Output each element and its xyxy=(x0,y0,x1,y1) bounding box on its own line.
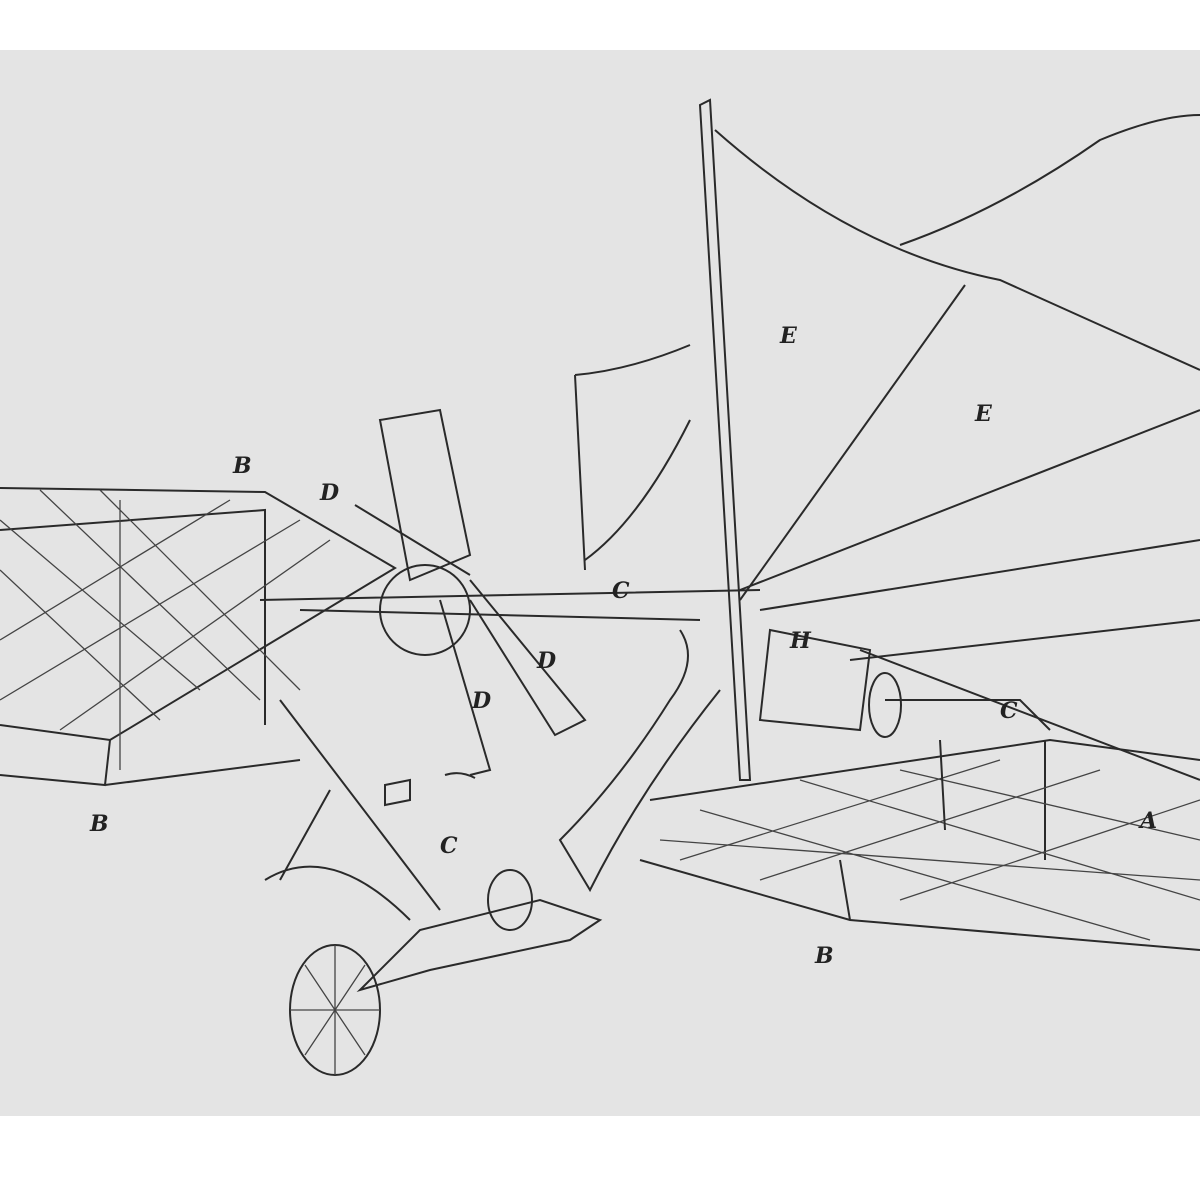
label-a: A xyxy=(1138,808,1157,834)
label-e-lower: E xyxy=(974,401,993,427)
label-e-upper: E xyxy=(779,323,798,349)
label-c-right: C xyxy=(1000,698,1018,724)
label-b-top: B xyxy=(232,453,252,479)
right-wing xyxy=(639,409,1200,951)
label-c-low: C xyxy=(440,833,458,859)
drawing-plate xyxy=(0,50,1200,1116)
reference-labels: B D E E C H D D C A B C B xyxy=(89,323,1157,969)
label-d-prop-right: D xyxy=(536,648,556,674)
landing-gear xyxy=(264,699,603,1076)
label-b-left: B xyxy=(89,811,109,837)
label-d-prop-low: D xyxy=(471,688,491,714)
label-c-mid: C xyxy=(612,578,630,604)
left-wing xyxy=(0,487,397,787)
label-d-top: D xyxy=(319,480,339,506)
label-h: H xyxy=(789,628,812,654)
fuselage-and-propellers xyxy=(259,504,1051,893)
sails-and-mast xyxy=(378,98,1200,781)
label-b-bottom: B xyxy=(814,943,834,969)
